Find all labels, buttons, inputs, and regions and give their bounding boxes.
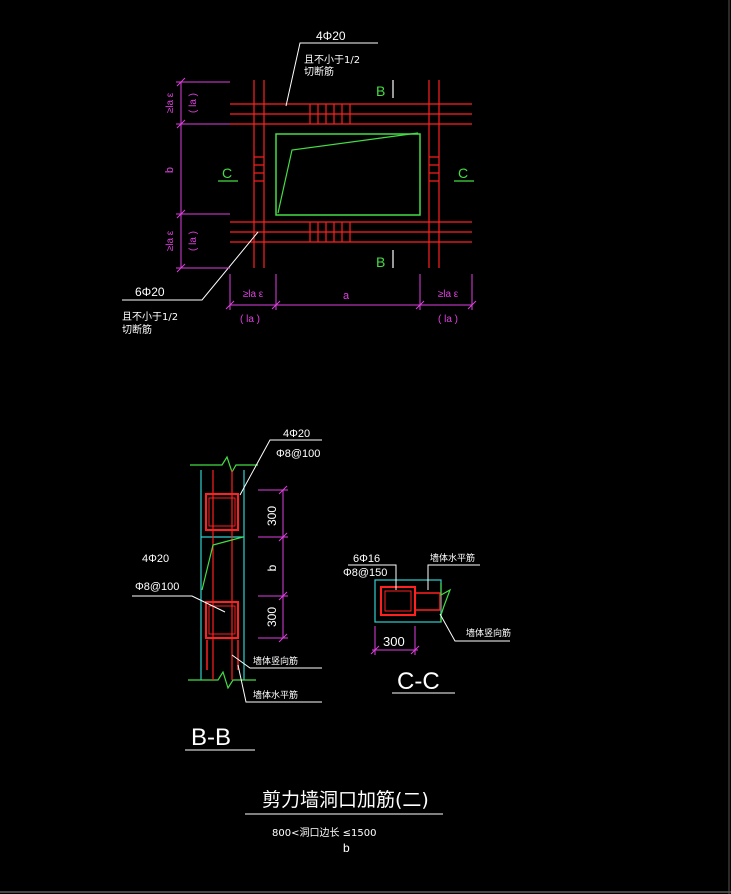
dim-a: a [343,290,350,302]
plan-top-note: 4Φ20 [316,29,346,43]
bb-note-top-1: 4Φ20 [283,428,310,440]
bb-dim-b: b [265,564,279,571]
cc-dim-300: 300 [383,634,405,649]
dim-lae-top: ≥la ε [165,92,176,113]
dim-b-plan: b [164,167,176,173]
cc-label-horizontal: 墙体水平筋 [430,552,475,564]
section-bb [132,439,322,751]
section-cc [348,564,510,694]
drawing-subtitle-b: b [343,841,350,855]
bb-label-vertical: 墙体竖向筋 [253,655,298,667]
plan-bottom-note-3: 切断筋 [122,323,152,336]
dim-la-right: ( la ) [438,314,458,325]
plan-top-note-2: 且不小于1/2 [304,54,360,66]
dim-lae-right: ≥la ε [438,289,459,300]
dim-la-left: ( la ) [240,314,260,325]
dim-la-top: ( la ) [188,93,199,113]
bb-note-mid-1: 4Φ20 [142,553,169,565]
cc-title: C-C [397,668,440,695]
drawing-title: 剪力墙洞口加筋(二) [262,789,429,811]
cc-note-2: Φ8@150 [343,567,387,579]
cc-note-1: 6Φ16 [353,553,380,565]
bb-label-horizontal: 墙体水平筋 [253,689,298,701]
section-mark-c-right: C [458,165,468,181]
dim-la-bottom: ( la ) [188,231,199,251]
bb-note-mid-2: Φ8@100 [135,581,179,593]
plan-view [122,42,477,310]
section-mark-b-top: B [376,83,385,99]
bb-note-top-2: Φ8@100 [276,448,320,460]
plan-bottom-note: 6Φ20 [135,285,165,299]
dim-lae-bottom: ≥la ε [165,230,176,251]
bb-dim-300-bottom: 300 [265,607,279,627]
bb-title: B-B [191,724,231,751]
bb-dim-300-top: 300 [265,506,279,526]
drawing-subtitle: 800<洞口边长 ≤1500 [272,827,376,839]
section-mark-c-left: C [222,165,232,181]
cc-label-vertical: 墙体竖向筋 [466,627,511,639]
plan-top-note-3: 切断筋 [304,65,334,78]
dim-lae-left: ≥la ε [243,289,264,300]
section-mark-b-bottom: B [376,254,385,270]
plan-bottom-note-2: 且不小于1/2 [122,311,178,323]
opening-outline [275,133,421,216]
